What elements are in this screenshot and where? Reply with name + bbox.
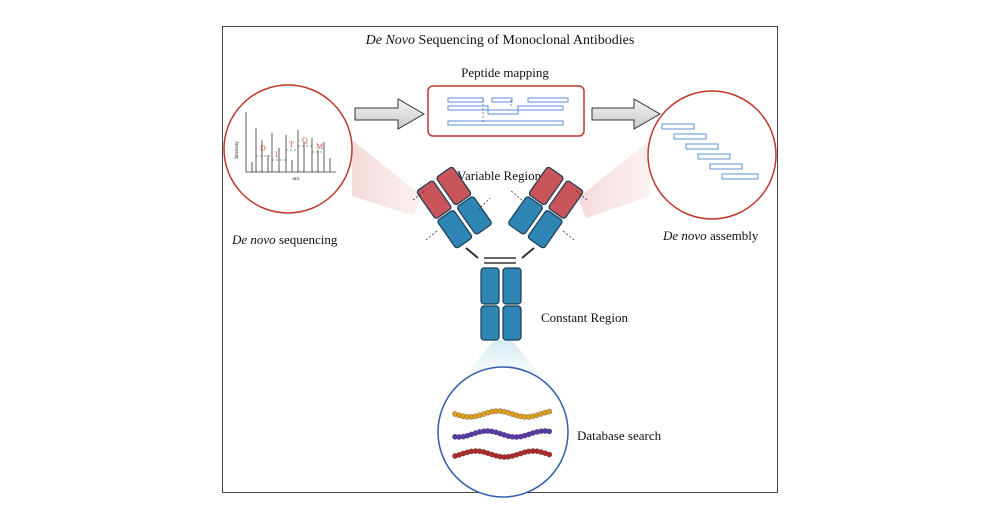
variable-boundary-markers bbox=[412, 189, 588, 241]
zoom-cone-right bbox=[578, 140, 650, 218]
assembly-bar bbox=[721, 173, 759, 180]
spectrum-peaks bbox=[251, 128, 331, 172]
constant-domain-heavy-right bbox=[508, 196, 543, 235]
assembly-bar bbox=[685, 143, 719, 150]
spectrum-xlabel: m/z bbox=[293, 177, 300, 182]
assembly-peptides bbox=[661, 123, 759, 180]
peptide-bar bbox=[491, 97, 513, 103]
zoom-cone-bottom bbox=[466, 340, 540, 375]
assembly-bar bbox=[673, 133, 707, 140]
residue-label: Q bbox=[302, 136, 308, 145]
amino-acid-bead bbox=[546, 451, 553, 458]
amino-acid-bead bbox=[546, 428, 553, 435]
protein-chain bbox=[452, 408, 553, 420]
protein-chain bbox=[452, 448, 553, 460]
antibody bbox=[416, 166, 584, 341]
database-search-label: Database search bbox=[577, 428, 662, 443]
constant-domain-light-left bbox=[457, 196, 492, 235]
de-novo-sequencing-label: De novo sequencing bbox=[231, 232, 338, 247]
constant-domain-heavy-left bbox=[437, 210, 473, 249]
fc-domain-ch2-left bbox=[480, 267, 500, 305]
arrow-right-1 bbox=[354, 98, 426, 130]
variable-domain-heavy-right bbox=[528, 166, 564, 205]
antibody-hinge bbox=[465, 247, 535, 264]
residue-label: T bbox=[289, 140, 294, 149]
title-italic: De Novo bbox=[365, 33, 415, 48]
title-rest: Sequencing of Monoclonal Antibodies bbox=[415, 33, 634, 48]
residue-label: M bbox=[316, 142, 323, 151]
diagram-title: De Novo Sequencing of Monoclonal Antibod… bbox=[365, 33, 635, 48]
residue-label: D bbox=[260, 144, 266, 153]
database-search-circle bbox=[437, 366, 569, 498]
variable-domain-light-right bbox=[548, 180, 584, 219]
variable-domain-heavy-left bbox=[416, 180, 452, 219]
spectrum-residues: D L T Q M bbox=[260, 136, 323, 159]
amino-acid-bead bbox=[546, 408, 553, 415]
constant-domain-light-right bbox=[527, 210, 563, 249]
de-novo-assembly-label: De novo assembly bbox=[662, 228, 759, 243]
de-novo-sequencing-circle bbox=[223, 84, 353, 214]
variable-region-label: Variable Region bbox=[457, 168, 542, 183]
protein-chain bbox=[452, 428, 553, 440]
peptide-bar bbox=[487, 109, 519, 115]
fc-domain-ch3-right bbox=[502, 305, 522, 341]
arrow-right-2 bbox=[591, 98, 662, 130]
peptide-bar bbox=[447, 105, 489, 111]
mass-spectrum: Intensity m/z D L T Q M bbox=[235, 112, 336, 182]
assembly-bar bbox=[661, 123, 695, 130]
fc-domain-ch2-right bbox=[502, 267, 522, 305]
constant-region-label: Constant Region bbox=[541, 310, 629, 325]
protein-chains bbox=[452, 408, 553, 460]
spectrum-ylabel: Intensity bbox=[235, 141, 240, 159]
peptide-mapping-bars bbox=[447, 97, 569, 126]
peptide-guides bbox=[482, 100, 512, 123]
variable-domain-light-left bbox=[436, 166, 472, 205]
peptide-mapping-label: Peptide mapping bbox=[461, 65, 549, 80]
assembly-bar bbox=[709, 163, 743, 170]
peptide-bar bbox=[447, 120, 564, 126]
fc-domain-ch3-left bbox=[480, 305, 500, 341]
antibody-left-arm bbox=[416, 166, 492, 249]
zoom-cone-left bbox=[352, 140, 422, 216]
peptide-bar bbox=[517, 105, 564, 111]
peptide-bar bbox=[447, 97, 484, 103]
residue-label: L bbox=[275, 150, 280, 159]
assembly-bar bbox=[697, 153, 731, 160]
antibody-right-arm bbox=[508, 166, 584, 249]
peptide-bar bbox=[527, 97, 569, 103]
